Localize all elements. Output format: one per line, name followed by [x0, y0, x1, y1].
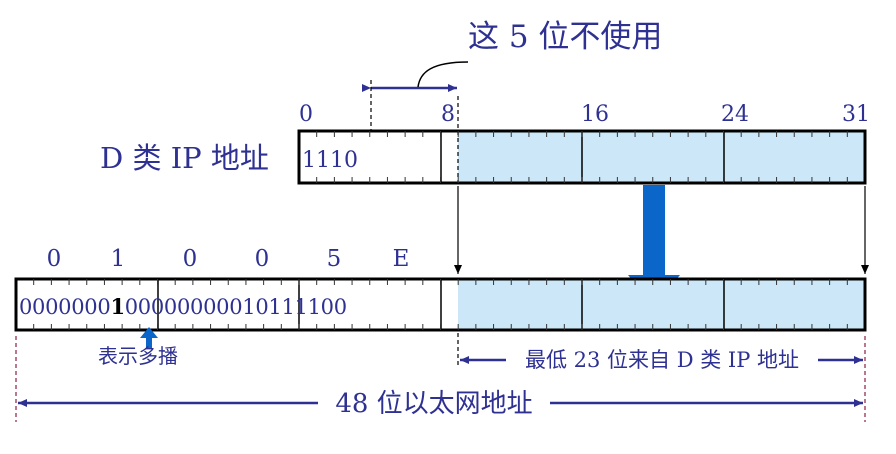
multicast-bit-pointer	[140, 327, 158, 348]
mac-bits-group: 0	[334, 295, 347, 319]
ip-address-box: 1110	[297, 96, 867, 186]
mac-hex-digit: 0	[47, 246, 62, 272]
lower-bits-note: 最低 23 位来自 D 类 IP 地址	[525, 348, 799, 372]
ip-bit-position-labels: 0 8 16 24 31	[299, 102, 870, 127]
ip-lower-bits-fill	[458, 131, 865, 183]
ip-prefix-bits: 1110	[302, 148, 358, 173]
mac-hex-digit: 5	[327, 246, 342, 272]
mac-bit-ticks	[33, 279, 848, 330]
d-class-label: D 类 IP 地址	[100, 141, 269, 175]
mac-hex-digit: 0	[183, 246, 198, 272]
ip-bit-pos-16: 16	[581, 102, 609, 127]
mac-bits-group: 01011110	[229, 295, 334, 319]
total-bits-note: 48 位以太网地址	[335, 389, 532, 419]
big-mapping-arrow	[628, 185, 680, 306]
unused-bits-curve	[417, 61, 469, 88]
ip-bit-ticks	[316, 131, 848, 183]
ip-bit-pos-24: 24	[721, 102, 749, 127]
mac-bits-group: 00000000	[125, 295, 230, 319]
mac-hex-labels: 0 1 0 0 5 E	[47, 246, 410, 272]
ip-bit-pos-8: 8	[441, 102, 455, 127]
mac-bits-text: 0000000100000000010111100	[19, 294, 347, 319]
mac-lower-bits-fill	[458, 279, 865, 330]
mac-bits-group: 0000000	[19, 295, 110, 319]
mac-hex-digit: 0	[255, 246, 270, 272]
ip-bit-pos-0: 0	[299, 102, 313, 127]
multicast-bit: 1	[110, 294, 124, 319]
unused-bits-note: 这 5 位不使用	[468, 19, 662, 55]
multicast-bit-note: 表示多播	[98, 344, 178, 368]
mac-hex-digit: E	[393, 246, 410, 272]
mac-hex-digit: 1	[111, 246, 126, 272]
mac-address-box: 0000000100000000010111100	[14, 277, 867, 332]
ip-bit-pos-31: 31	[842, 102, 870, 127]
